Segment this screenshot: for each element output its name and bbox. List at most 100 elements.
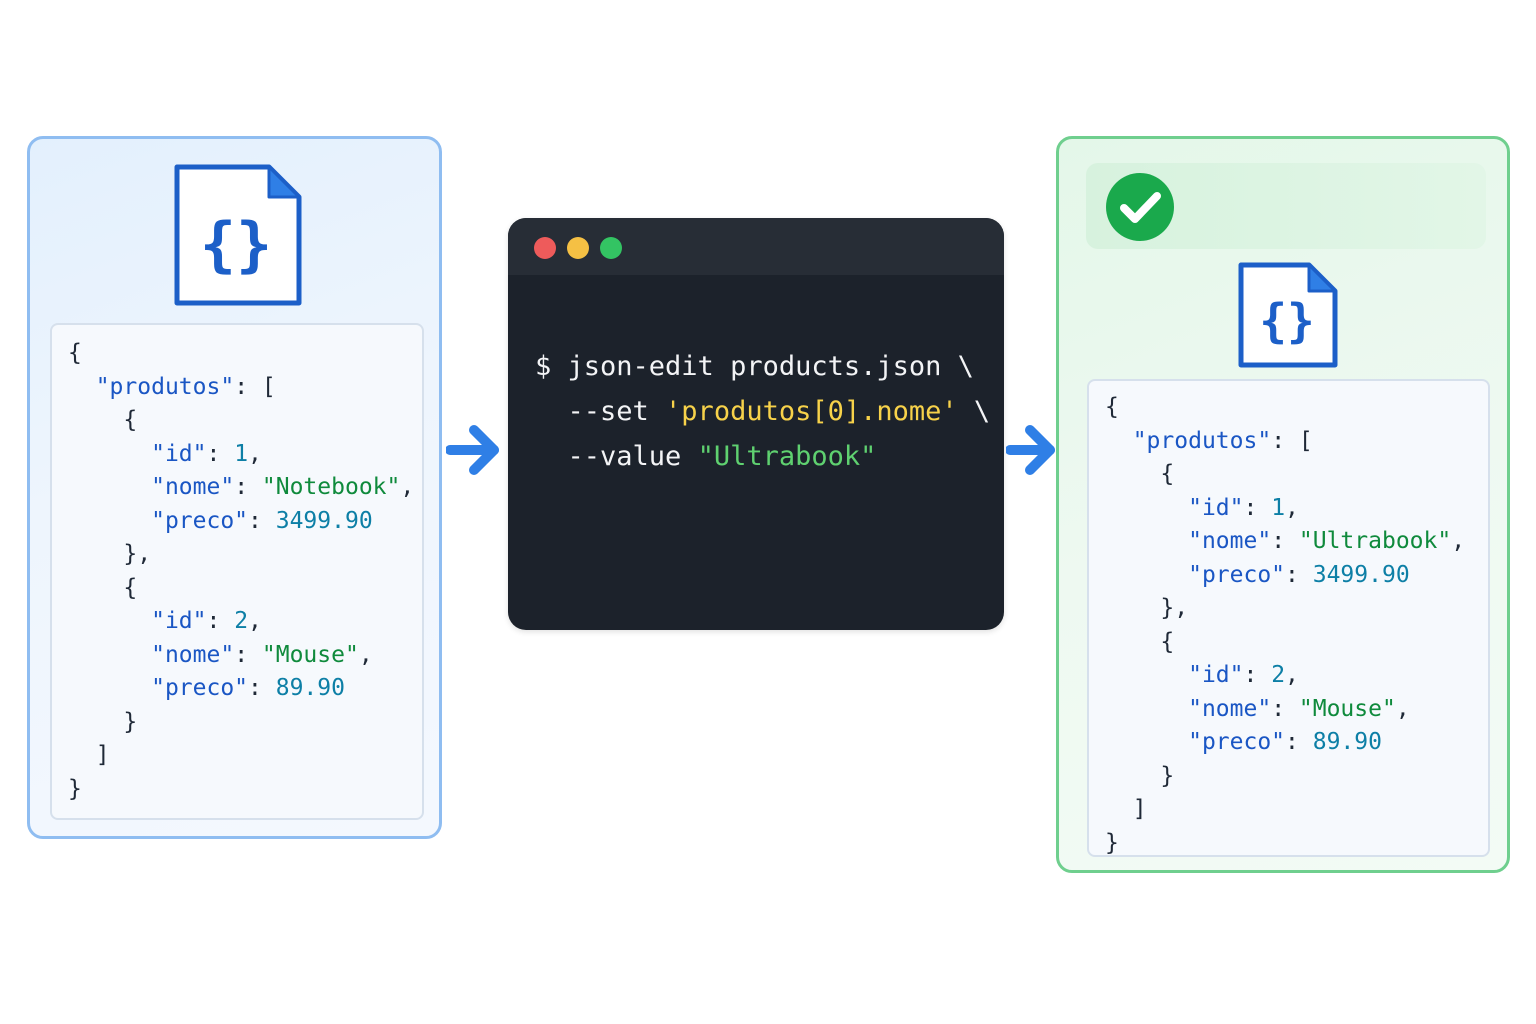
code-token: { (1105, 394, 1119, 420)
code-token: } (1105, 829, 1119, 856)
code-line: } (68, 706, 422, 740)
code-token: , (1451, 528, 1466, 554)
code-line: } (1105, 827, 1488, 861)
code-token: "preco" (151, 675, 249, 701)
code-token: --set (535, 396, 666, 427)
code-token: 1 (234, 440, 249, 467)
code-token: { (1105, 461, 1175, 487)
code-token: : (1271, 695, 1299, 722)
code-line: "produtos": [ (68, 371, 422, 405)
code-token: : (1285, 729, 1313, 755)
code-token: : (248, 675, 276, 701)
code-token: "produtos" (95, 373, 235, 400)
code-token: } (68, 775, 82, 802)
code-line: { (1105, 458, 1488, 492)
code-token: "Mouse" (261, 641, 359, 668)
code-token: ] (68, 742, 110, 768)
code-line: "id": 1, (68, 438, 422, 472)
code-line: "id": 1, (1105, 492, 1488, 526)
json-braces-glyph: {} (200, 210, 272, 280)
code-token (1105, 562, 1188, 588)
code-token: "id" (1188, 494, 1244, 521)
code-token (1105, 696, 1188, 722)
code-line: "nome": "Mouse", (68, 639, 422, 673)
code-token: 89.90 (275, 675, 345, 701)
terminal-line: --value "Ultrabook" (535, 434, 990, 479)
code-token: : [ (1271, 427, 1313, 454)
terminal-command: $ json-edit products.json \ --set 'produ… (535, 344, 990, 479)
code-token: : (1243, 662, 1272, 688)
arrow-right-icon (446, 425, 499, 475)
code-line: "preco": 89.90 (1105, 726, 1488, 760)
code-token: 1 (1271, 494, 1286, 521)
code-token: , (358, 641, 373, 668)
code-token: : (206, 440, 235, 467)
code-token: , (400, 474, 415, 500)
code-token: "preco" (151, 507, 249, 534)
code-line: }, (68, 538, 422, 572)
code-token: "Ultrabook" (697, 441, 877, 472)
code-token: , (1395, 695, 1410, 722)
code-token (1105, 662, 1188, 688)
code-line: "preco": 3499.90 (68, 505, 422, 539)
code-token: "nome" (151, 641, 235, 668)
code-line: "produtos": [ (1105, 425, 1488, 459)
code-token: { (68, 340, 82, 366)
code-token: "id" (151, 440, 207, 467)
code-token: "preco" (1188, 729, 1286, 755)
code-token: : (1243, 494, 1272, 521)
original-json-code: { "produtos": [ { "id": 1, "nome": "Note… (50, 323, 424, 820)
minimize-dot[interactable] (567, 237, 589, 259)
code-line: { (1105, 626, 1488, 660)
code-token: { (68, 574, 138, 601)
code-token: : (206, 608, 235, 634)
code-token (1105, 428, 1133, 454)
code-token: 2 (234, 608, 249, 634)
code-token: --value (535, 441, 698, 472)
json-braces-glyph: {} (1259, 294, 1314, 348)
code-line: { (68, 404, 422, 438)
code-line: { (68, 572, 422, 606)
code-token (68, 374, 96, 400)
code-line: "preco": 89.90 (68, 672, 422, 706)
code-token (68, 474, 151, 500)
arrow-right-icon (1006, 425, 1055, 475)
code-token: \ (957, 396, 991, 427)
code-token: : (234, 641, 262, 668)
code-token: 2 (1271, 662, 1286, 688)
code-token: $ json-edit products.json \ (535, 351, 974, 382)
edited-json-panel: {} { "produtos": [ { "id": 1, "nome": "U… (1056, 136, 1510, 873)
code-token: } (68, 708, 138, 735)
code-token (68, 642, 151, 668)
code-token: ] (1105, 796, 1147, 822)
code-token: "produtos" (1132, 427, 1272, 454)
code-line: } (68, 773, 422, 807)
code-line: "nome": "Notebook", (68, 471, 422, 505)
terminal-line: --set 'produtos[0].nome' \ (535, 389, 991, 434)
code-token (68, 441, 151, 467)
code-token: "Notebook" (261, 474, 401, 500)
code-token: : (248, 507, 276, 534)
code-line: }, (1105, 592, 1488, 626)
success-banner (1086, 163, 1486, 249)
code-token (68, 675, 151, 701)
close-dot[interactable] (534, 237, 556, 259)
code-token: "nome" (151, 474, 235, 500)
code-line: } (1105, 760, 1488, 794)
code-token: "nome" (1188, 695, 1272, 722)
original-json-panel: {} { "produtos": [ { "id": 1, "nome": "N… (27, 136, 442, 839)
code-line: "preco": 3499.90 (1105, 559, 1488, 593)
code-token: }, (68, 541, 152, 567)
code-line: "id": 2, (1105, 659, 1488, 693)
code-token: "id" (151, 608, 207, 634)
code-token: "Mouse" (1298, 695, 1396, 722)
code-token: "nome" (1188, 528, 1272, 554)
code-token: "Ultrabook" (1298, 528, 1452, 554)
code-token: } (1105, 762, 1175, 789)
edited-json-code: { "produtos": [ { "id": 1, "nome": "Ultr… (1087, 379, 1490, 857)
maximize-dot[interactable] (600, 237, 622, 259)
code-token: }, (1105, 595, 1189, 621)
code-line: { (1105, 391, 1488, 425)
code-token (1105, 528, 1188, 554)
code-line: { (68, 337, 422, 371)
